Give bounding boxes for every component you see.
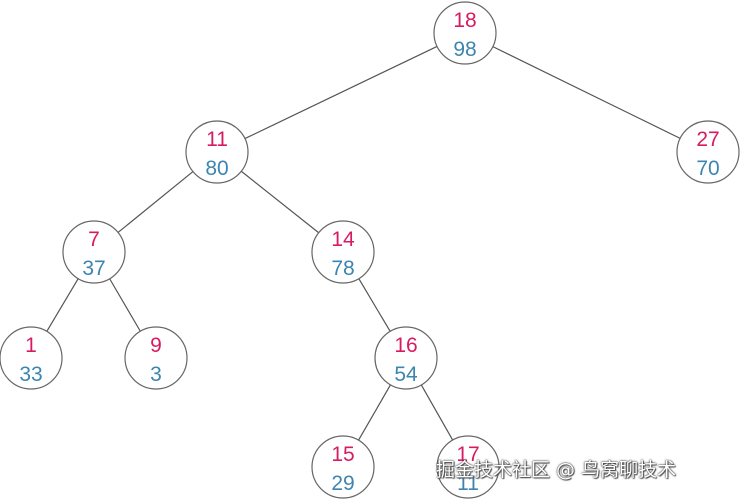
node-key: 9 — [150, 334, 162, 357]
tree-edge — [117, 171, 194, 233]
tree-edge — [46, 278, 79, 332]
node-priority: 98 — [453, 38, 476, 61]
node-priority: 54 — [394, 363, 418, 386]
node-priority: 70 — [696, 157, 719, 180]
node-key: 17 — [456, 443, 479, 466]
tree-edge — [358, 278, 391, 332]
tree-edge — [109, 278, 141, 332]
node-priority: 33 — [19, 363, 42, 386]
node-key: 15 — [331, 443, 354, 466]
node-priority: 78 — [331, 257, 354, 280]
node-circle — [62, 220, 126, 284]
node-priority: 80 — [205, 157, 228, 180]
node-circle — [676, 120, 740, 184]
node-circle — [185, 120, 249, 184]
watermark: 掘金技术社区 @ 鸟窝聊技术 — [436, 459, 677, 481]
node-key: 14 — [331, 228, 355, 251]
node-circle — [124, 326, 188, 390]
node-key: 27 — [696, 128, 719, 151]
node-key: 1 — [25, 334, 37, 357]
node-circle — [0, 326, 63, 390]
tree-node: 93 — [124, 326, 188, 390]
node-circle — [311, 435, 375, 499]
tree-edge — [357, 384, 392, 441]
node-circle — [436, 435, 500, 499]
node-key: 16 — [394, 334, 417, 357]
node-priority: 37 — [82, 257, 105, 280]
tree-edge — [240, 170, 320, 234]
node-priority: 11 — [457, 472, 479, 495]
node-circle — [311, 220, 375, 284]
tree-edge — [420, 384, 454, 441]
tree-node: 737 — [62, 220, 126, 284]
tree-node: 133 — [0, 326, 63, 390]
node-key: 18 — [453, 9, 476, 32]
node-priority: 29 — [331, 472, 354, 495]
node-priority: 3 — [150, 363, 162, 386]
node-circle — [374, 326, 438, 390]
node-key: 11 — [206, 128, 228, 151]
node-circle — [433, 1, 497, 65]
node-key: 7 — [88, 228, 100, 251]
tree-edge — [492, 46, 681, 139]
tree-edges — [46, 45, 681, 441]
tree-edge — [244, 45, 438, 140]
